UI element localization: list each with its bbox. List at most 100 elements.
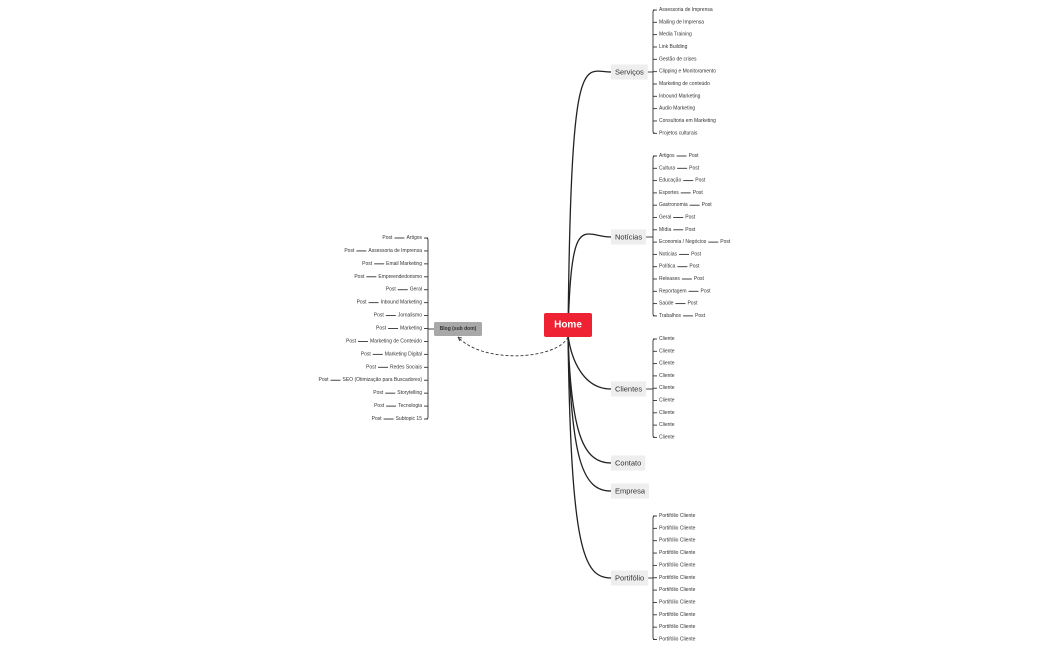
subtopic-label: Portifólio Cliente [659,599,696,605]
branch-3-subtopic[interactable]: Cliente [659,422,675,428]
branch-5-topic[interactable]: Empresa [611,483,650,499]
branch-4-topic[interactable]: Contato [611,455,646,471]
blog-box [434,322,482,336]
branch-3-subtopic[interactable]: Cliente [659,336,675,342]
subtopic-label: Trabalhos [659,313,682,319]
branch-1-subtopic[interactable]: Clipping e Monitoramento [659,69,716,75]
subtopic-label: Portifólio Cliente [659,550,696,556]
blog-subtopic[interactable]: SEO (Otimização para Buscadores)Post [319,377,423,383]
branch-3-subtopic[interactable]: Cliente [659,385,675,391]
post-label: Post [382,235,393,241]
branch-1-subtopic[interactable]: Link Building [659,44,688,50]
branch-1-subtopic[interactable]: Assessoria de Imprensa [659,7,713,13]
subtopic-label: Geral [410,287,422,293]
post-label: Post [689,264,700,270]
subtopic-label: Gestão de crises [659,56,697,62]
subtopic-label: Portifólio Cliente [659,525,696,531]
post-label: Post [354,274,365,280]
branch-4-connector [567,334,612,464]
branch-2-subtopic[interactable]: Política Post [659,264,700,270]
branch-6-subtopic[interactable]: Portifólio Cliente [659,525,696,531]
branch-6-subtopic[interactable]: Portifólio Cliente [659,562,696,568]
branch-6-subtopic[interactable]: Portifólio Cliente [659,550,696,556]
branch-6-topic[interactable]: Portifólio [611,570,649,586]
branch-2-subtopic[interactable]: Educação Post [659,178,706,184]
branch-6-subtopic[interactable]: Portifólio Cliente [659,624,696,630]
branch-2-subtopic[interactable]: Trabalhos Post [659,313,706,319]
subtopic-label: Tecnologia [398,403,422,409]
branch-6-subtopic[interactable]: Portifólio Cliente [659,513,696,519]
branch-1-subtopic[interactable]: Gestão de crises [659,56,697,62]
central-topic-home[interactable]: Home [544,313,592,337]
branch-1-subtopic[interactable]: Inbound Marketing [659,93,701,99]
branch-1-subtopic[interactable]: Marketing de conteúdo [659,81,710,87]
subtopic-label: Audio Marketing [659,106,695,112]
blog-subtopic[interactable]: Tecnologia Post [374,403,422,409]
post-label: Post [374,403,385,409]
subtopic-label: Link Building [659,44,688,50]
post-label: Post [689,153,700,159]
branch-6-subtopic[interactable]: Portifólio Cliente [659,587,696,593]
branch-1-subtopic[interactable]: Projetos culturais [659,130,698,136]
branch-1-subtopic[interactable]: Mailing de Imprensa [659,19,704,25]
subtopic-label: Releases [659,276,680,282]
branch-3-topic[interactable]: Clientes [611,381,647,397]
branch-3-subtopic[interactable]: Cliente [659,373,675,379]
subtopic-label: Política [659,264,676,270]
subtopic-label: Clipping e Monitoramento [659,69,716,75]
subtopic-label: Marketing Digital [385,351,422,357]
subtopic-label: Saúde [659,301,674,307]
branch-6-subtopic[interactable]: Portifólio Cliente [659,599,696,605]
branch-3-subtopic[interactable]: Cliente [659,410,675,416]
branch-2-box [611,229,647,245]
post-label: Post [695,313,706,319]
branch-3-subtopic[interactable]: Cliente [659,434,675,440]
subtopic-label: Projetos culturais [659,130,698,136]
subtopic-label: Cliente [659,398,675,404]
branch-1-subtopic[interactable]: Media Training [659,32,692,38]
blog-topic[interactable]: Blog (sub dom) [434,322,482,336]
branch-6-subtopic[interactable]: Portifólio Cliente [659,575,696,581]
branch-1-subtopic[interactable]: Consultoria em Marketing [659,118,716,124]
branch-2-topic[interactable]: Notícias [611,229,647,245]
post-label: Post [695,178,706,184]
branch-3-subtopic[interactable]: Cliente [659,398,675,404]
post-label: Post [720,239,731,245]
node-layer: Home Serviços Assessoria de ImprensaMailin… [319,7,731,643]
subtopic-label: Gastronomia [659,202,688,208]
branch-1-subtopic[interactable]: Audio Marketing [659,106,695,112]
branch-1-topic[interactable]: Serviços [611,64,648,80]
branch-3-subtopic[interactable]: Cliente [659,361,675,367]
branch-6-subtopic[interactable]: Portifólio Cliente [659,612,696,618]
branch-6-subtopic[interactable]: Portifólio Cliente [659,538,696,544]
branch-6-subtopic[interactable]: Portifólio Cliente [659,637,696,643]
post-label: Post [373,390,384,396]
subtopic-label: Educação [659,178,681,184]
post-label: Post [685,227,696,233]
branch-3-subtopic[interactable]: Cliente [659,348,675,354]
